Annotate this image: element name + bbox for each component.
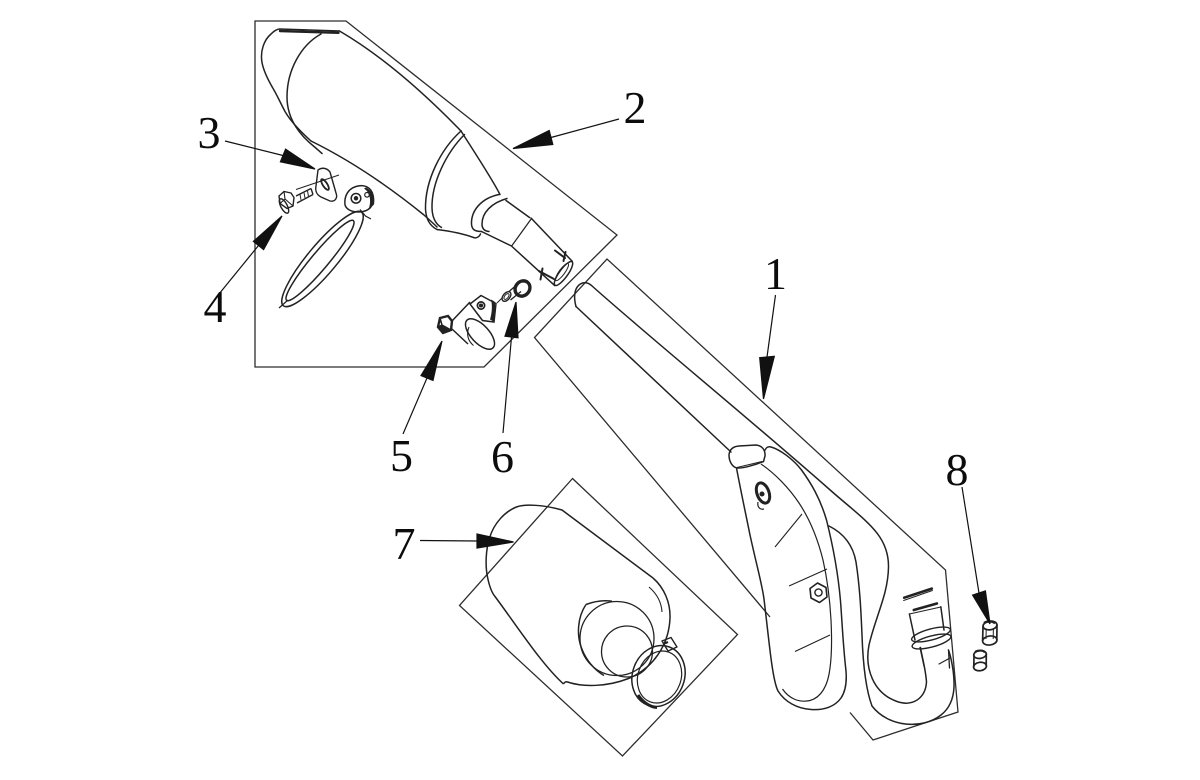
svg-text:3: 3 bbox=[198, 107, 221, 158]
svg-text:6: 6 bbox=[491, 431, 514, 482]
svg-text:1: 1 bbox=[764, 248, 787, 299]
svg-text:2: 2 bbox=[624, 82, 647, 133]
svg-text:4: 4 bbox=[204, 281, 227, 332]
svg-text:8: 8 bbox=[946, 444, 969, 495]
svg-text:7: 7 bbox=[393, 518, 416, 569]
svg-text:5: 5 bbox=[390, 430, 413, 481]
